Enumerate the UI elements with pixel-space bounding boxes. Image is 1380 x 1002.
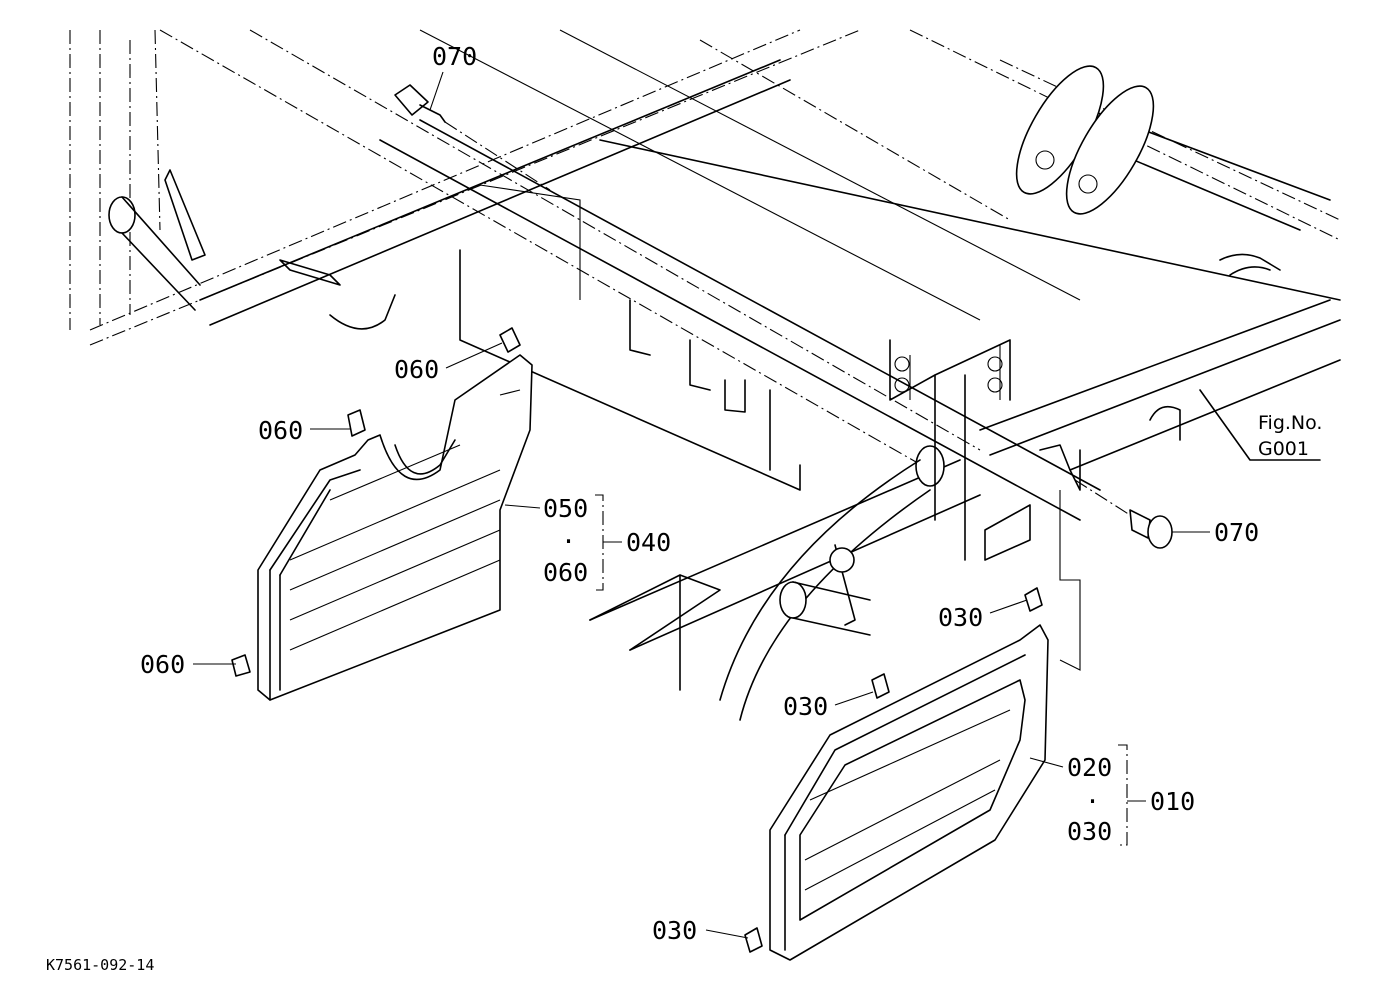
drawing-code: K7561-092-14 bbox=[46, 956, 154, 974]
frame-structure bbox=[69, 29, 1341, 721]
label-060-group: 060 bbox=[543, 558, 588, 587]
label-dot-a: · bbox=[561, 527, 576, 556]
label-dot-b: · bbox=[1085, 787, 1100, 816]
label-070-right: 070 bbox=[1214, 518, 1259, 547]
label-030-lower: 030 bbox=[652, 916, 697, 945]
label-050: 050 bbox=[543, 494, 588, 523]
group-bracket-010 bbox=[1118, 744, 1146, 846]
label-060-middle: 060 bbox=[258, 416, 303, 445]
label-070-top: 070 bbox=[432, 42, 477, 71]
bolt-070-top bbox=[394, 84, 551, 191]
label-040: 040 bbox=[626, 528, 671, 557]
label-060-lower: 060 bbox=[140, 650, 185, 679]
label-020: 020 bbox=[1067, 753, 1112, 782]
fig-ref-label: Fig.No. bbox=[1258, 412, 1322, 434]
label-030-group: 030 bbox=[1067, 817, 1112, 846]
guard-panel-020 bbox=[769, 624, 1049, 961]
group-bracket-040 bbox=[595, 494, 622, 591]
label-030-middle: 030 bbox=[783, 692, 828, 721]
fig-ref-number: G001 bbox=[1258, 438, 1309, 460]
label-010: 010 bbox=[1150, 787, 1195, 816]
clip-nuts bbox=[231, 327, 1043, 953]
label-030-upper: 030 bbox=[938, 603, 983, 632]
bolt-070-right bbox=[1074, 479, 1173, 549]
leader-lines bbox=[193, 71, 1320, 939]
guard-panel-050 bbox=[257, 354, 533, 701]
label-060-upper: 060 bbox=[394, 355, 439, 384]
